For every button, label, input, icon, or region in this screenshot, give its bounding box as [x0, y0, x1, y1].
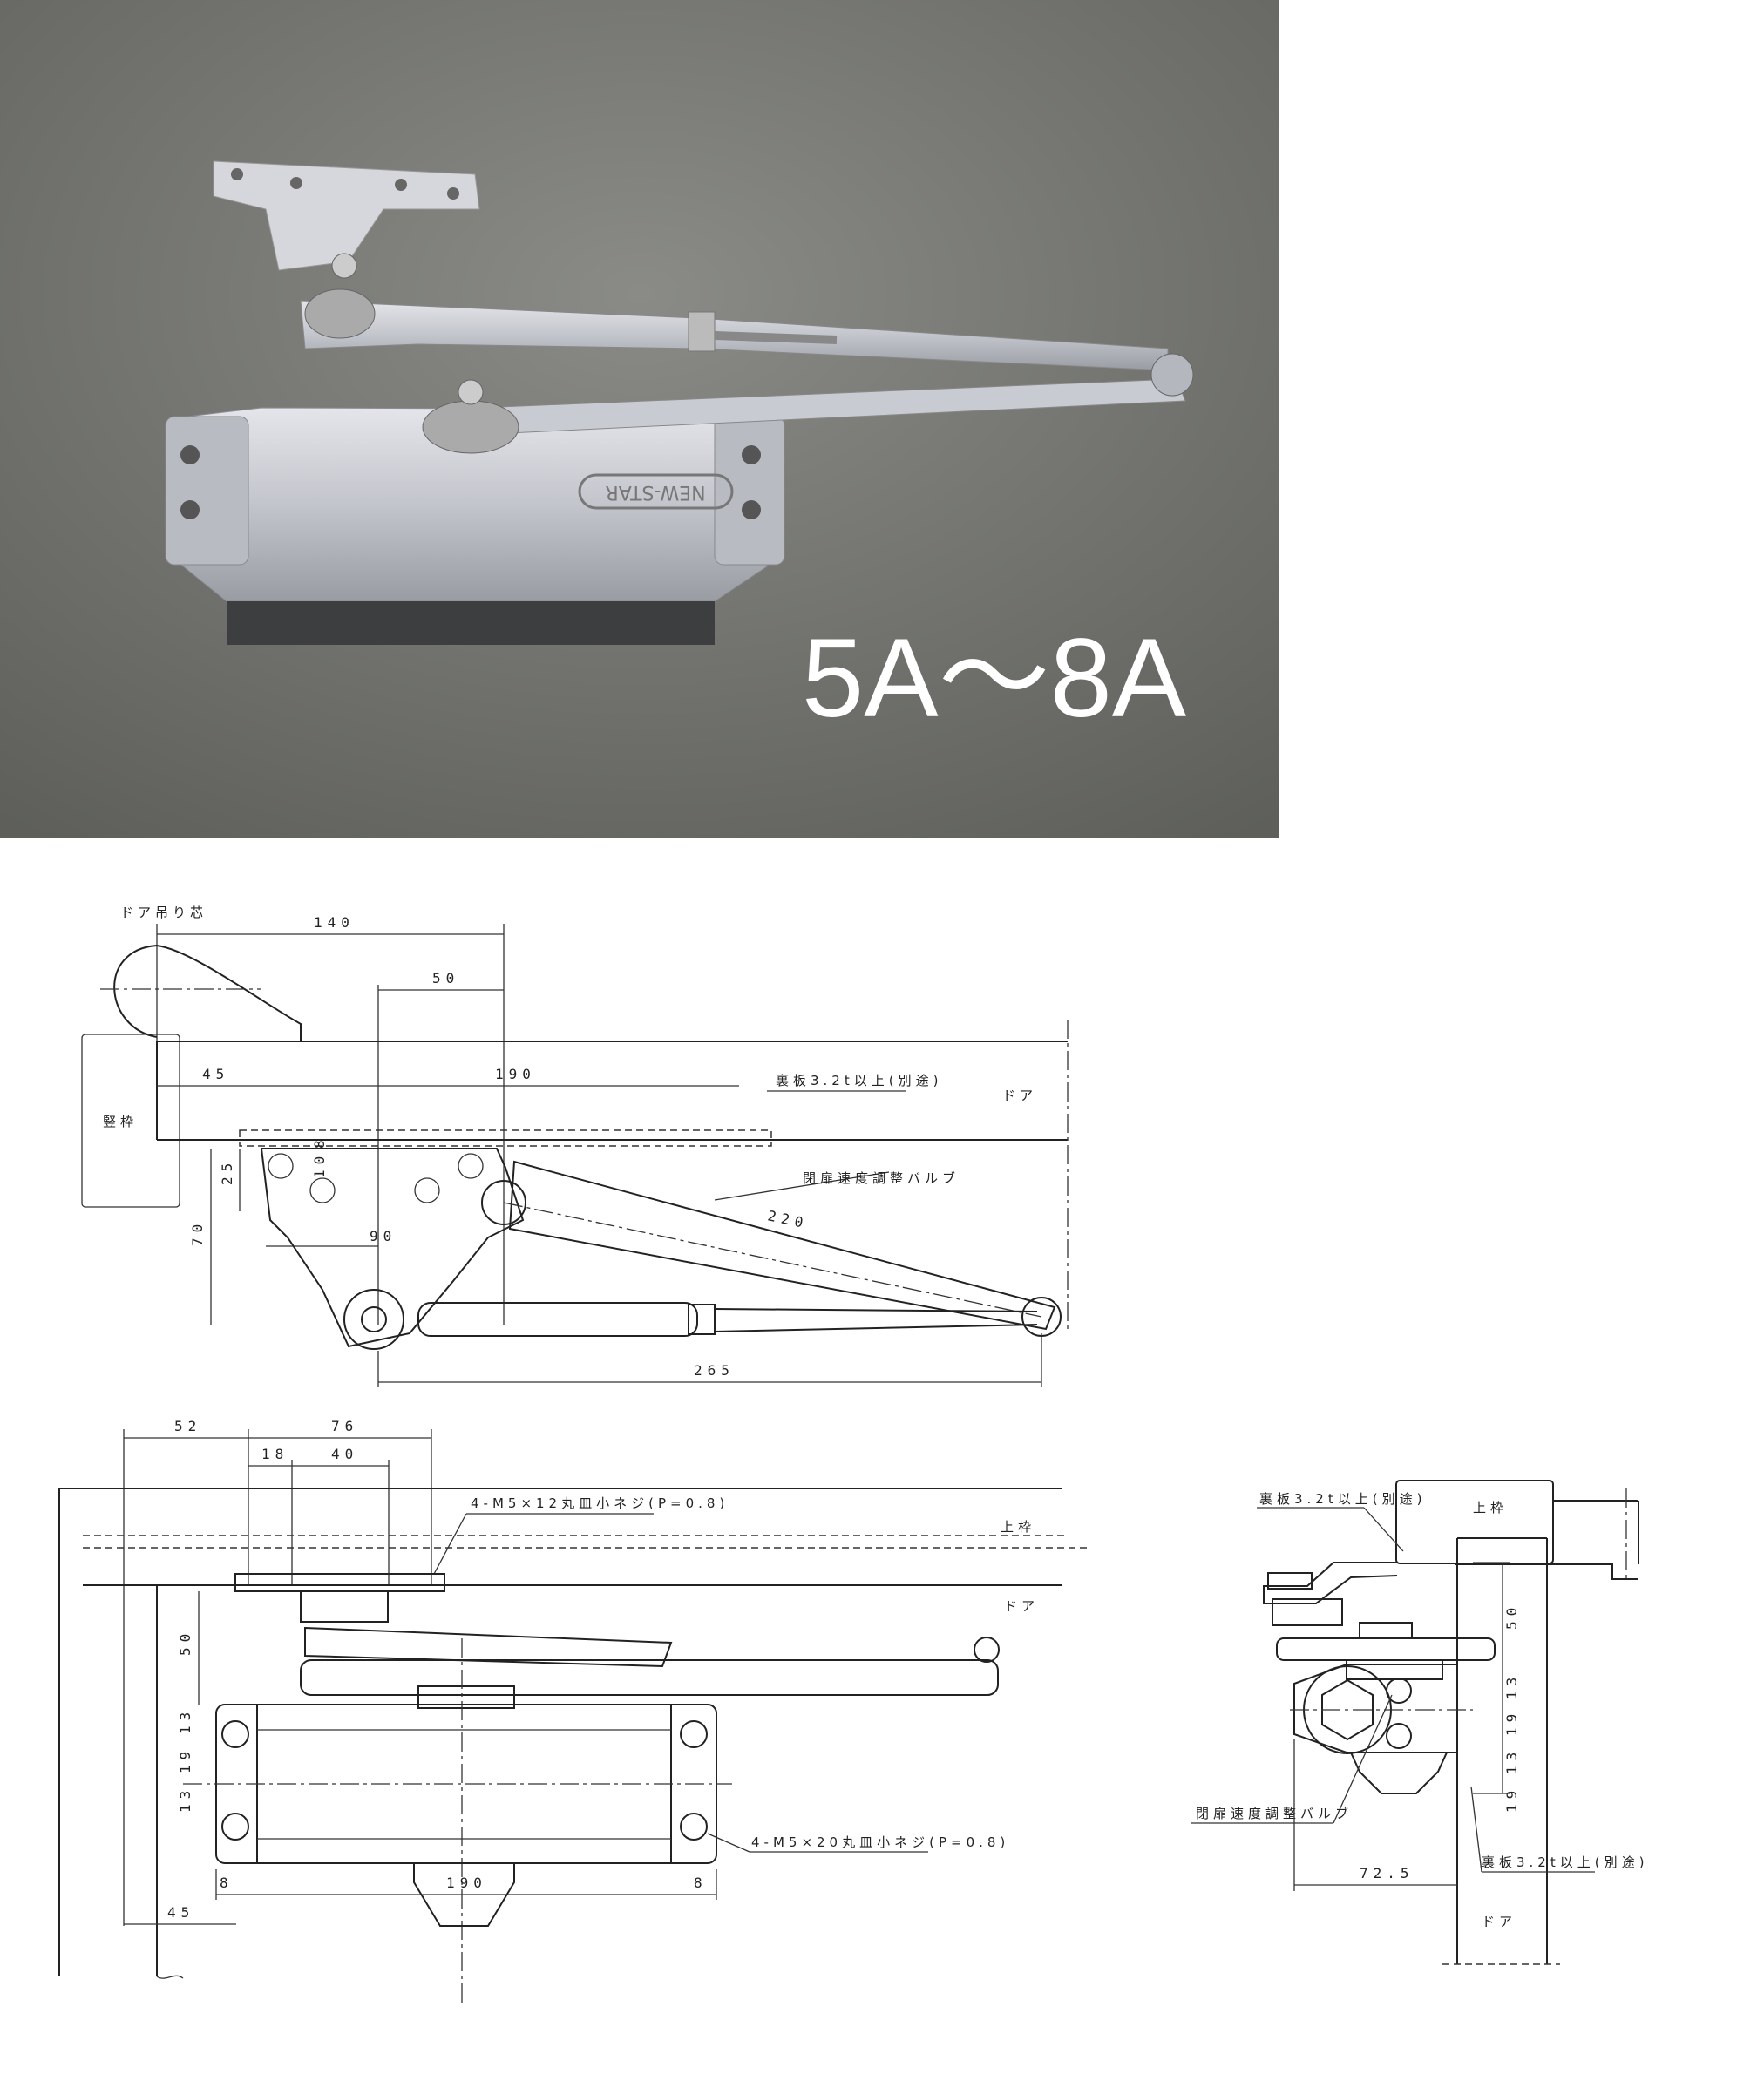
door-label-front: ドア: [1004, 1598, 1039, 1614]
frame-vertical-label: 竪枠: [103, 1114, 138, 1129]
valve-label: 閉扉速度調整バルブ: [803, 1170, 960, 1186]
screw-top-label: 4-M5×12丸皿小ネジ(P=0.8): [471, 1495, 729, 1511]
dim-8-b: 8: [694, 1875, 708, 1891]
brand-mark: NEW-STAR: [605, 481, 705, 503]
dim-40: 40: [331, 1446, 358, 1462]
dim-50-side: 50: [1503, 1603, 1520, 1630]
door-label: ドア: [1002, 1088, 1037, 1103]
arms: [300, 253, 1194, 454]
top-view-drawing: ドア吊り芯 140 50 竪枠 ドア 45 190 裏板3.2t以上(別途): [81, 905, 1069, 1387]
dim-18: 18: [261, 1446, 288, 1462]
dim-13-b-side: 13: [1503, 1747, 1520, 1774]
dim-25: 25: [219, 1158, 235, 1185]
dim-45: 45: [202, 1066, 229, 1082]
screw-bottom-label: 4-M5×20丸皿小ネジ(P=0.8): [751, 1834, 1009, 1850]
dim-50-front: 50: [177, 1629, 193, 1656]
size-range-label: 5A～8A: [802, 616, 1187, 741]
frame-top-label-side: 上枠: [1473, 1500, 1508, 1515]
dim-19: 19: [177, 1746, 193, 1773]
dim-76: 76: [331, 1418, 358, 1434]
door-label-side: ドア: [1482, 1914, 1516, 1929]
dim-13-b: 13: [177, 1786, 193, 1813]
backing-plate-bottom-label: 裏板3.2t以上(別途): [1482, 1854, 1648, 1870]
dim-19-b-side: 19: [1503, 1786, 1520, 1813]
front-view-drawing: 52 76 18 40 4-M5×12丸皿小ネジ(P=0.8) 上枠 ドア 50…: [58, 1418, 1089, 2004]
dim-140: 140: [314, 914, 355, 931]
dim-70: 70: [189, 1219, 206, 1246]
dim-45-front: 45: [167, 1904, 194, 1921]
dim-52: 52: [174, 1418, 201, 1434]
dim-190: 190: [495, 1066, 536, 1082]
valve-label-side: 閉扉速度調整バルブ: [1196, 1806, 1353, 1821]
dim-220: 220: [766, 1207, 810, 1231]
dim-19-a-side: 19: [1503, 1709, 1520, 1736]
side-view-drawing: 上枠 ドア 50 13 19 13 19 裏板3.2t以上(別途) 閉扉速度調整…: [1191, 1480, 1648, 1965]
closer-body: NEW-STAR: [165, 407, 785, 645]
backing-plate-top-label: 裏板3.2t以上(別途): [1259, 1491, 1426, 1507]
dim-10: 10: [311, 1151, 328, 1178]
dim-190-front: 190: [446, 1875, 487, 1891]
dim-8: 8: [311, 1135, 328, 1149]
dim-8-a: 8: [220, 1875, 234, 1891]
dim-13-a: 13: [177, 1707, 193, 1734]
dim-265: 265: [694, 1362, 735, 1379]
hinge-center-label: ドア吊り芯: [120, 905, 207, 920]
dim-72-5: 72.5: [1360, 1865, 1415, 1881]
product-photo: NEW-STAR 5A～8A: [0, 0, 1279, 838]
backing-plate-label: 裏板3.2t以上(別途): [776, 1073, 942, 1088]
dim-13-a-side: 13: [1503, 1672, 1520, 1699]
frame-top-label: 上枠: [1001, 1519, 1035, 1535]
dim-50: 50: [432, 970, 459, 986]
dim-90: 90: [370, 1228, 397, 1244]
